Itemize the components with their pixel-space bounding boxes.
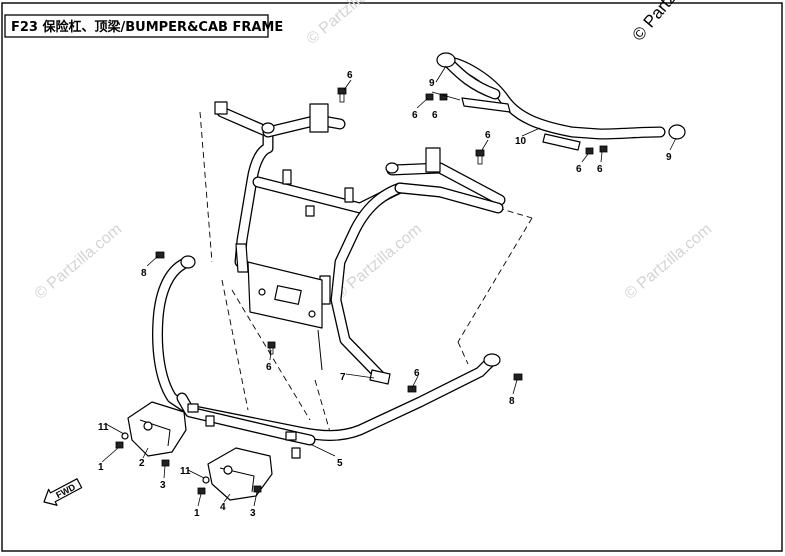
callout-4: 4 — [220, 502, 226, 513]
callout-1: 1 — [98, 462, 104, 473]
bolt-6-mid — [475, 149, 485, 165]
copyright-label: © Partzilla — [629, 0, 694, 45]
washer-11-right — [202, 476, 210, 484]
callout-1: 1 — [194, 508, 200, 519]
callout-9: 9 — [429, 78, 435, 89]
callout-3: 3 — [250, 508, 256, 519]
callout-6: 6 — [576, 164, 582, 175]
callout-6: 6 — [597, 164, 603, 175]
title-block: F23 保险杠、顶梁/BUMPER&CAB FRAME — [4, 14, 283, 38]
callout-3: 3 — [160, 480, 166, 491]
callout-6: 6 — [412, 110, 418, 121]
bolt-6-roof-c — [585, 147, 594, 155]
callout-6: 6 — [432, 110, 438, 121]
callout-2: 2 — [139, 458, 145, 469]
callout-8: 8 — [141, 268, 147, 279]
bolt-6-roof-a — [425, 93, 434, 101]
part-5-front-bumper — [152, 255, 501, 459]
watermark-1: © Partzilla.com — [304, 0, 398, 48]
bolt-6-roof-d — [599, 145, 608, 153]
fasteners — [115, 87, 608, 495]
callout-9: 9 — [666, 152, 672, 163]
fwd-arrow: FWD — [43, 478, 83, 506]
callout-numbers: 6 6 6 6 6 6 6 6 9 9 10 8 8 7 5 11 1 2 3 … — [98, 70, 672, 519]
bolt-1-right — [197, 487, 206, 495]
bolt-6-roof-b — [439, 93, 448, 101]
callout-8: 8 — [509, 396, 515, 407]
bolt-6-lower-right — [407, 385, 417, 393]
leader-lines — [101, 65, 677, 507]
part-7-cab-frame — [214, 101, 506, 385]
watermark-4: © Partzilla.com — [622, 221, 716, 303]
callout-7: 7 — [340, 372, 346, 383]
watermarks: © Partzilla.com © Partzilla.com © Partzi… — [32, 0, 716, 303]
callout-5: 5 — [337, 458, 343, 469]
bolt-8-right — [513, 373, 523, 381]
bolt-1-left — [115, 441, 124, 449]
callout-6: 6 — [347, 70, 353, 81]
bolt-6-lower-left — [267, 341, 276, 355]
bolt-3-right — [253, 485, 262, 493]
assembly-dashed-lines — [199, 111, 533, 433]
callout-10: 10 — [515, 136, 527, 147]
bolt-6-top — [337, 87, 347, 103]
bolt-8-left — [155, 251, 165, 259]
page-title: F23 保险杠、顶梁/BUMPER&CAB FRAME — [11, 19, 283, 35]
callout-6: 6 — [485, 130, 491, 141]
callout-11: 11 — [180, 466, 191, 477]
bolt-3-left — [161, 459, 170, 467]
watermark-2: © Partzilla.com — [32, 221, 126, 303]
washer-11-left — [121, 432, 129, 440]
callout-6: 6 — [414, 368, 420, 379]
callout-6: 6 — [266, 362, 272, 373]
callout-11: 11 — [98, 422, 109, 433]
part-10-roof-bar — [436, 52, 686, 151]
part-4-bumper-guard — [207, 447, 273, 501]
part-2-bumper-guard — [127, 401, 187, 457]
